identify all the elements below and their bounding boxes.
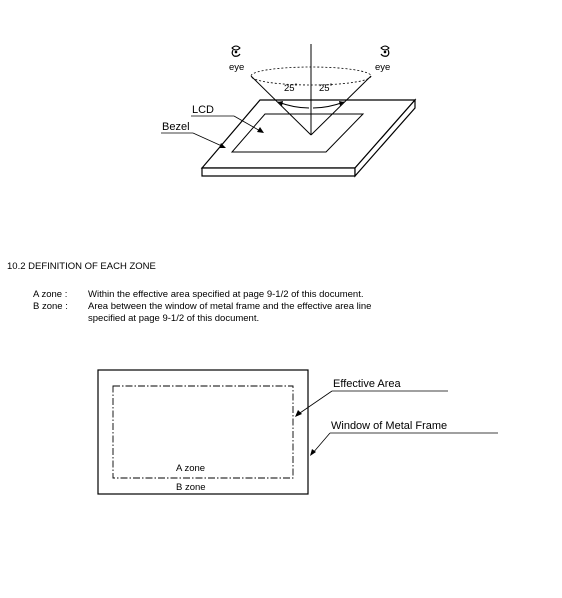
eye-left-icon	[231, 45, 241, 57]
a-zone-diagram-label: A zone	[176, 463, 205, 474]
angle-left-label: 25˚	[284, 83, 298, 94]
b-zone-diagram-label: B zone	[176, 482, 206, 493]
b-zone-definition-line2: specified at page 9-1/2 of this document…	[88, 313, 260, 324]
lcd-label: LCD	[192, 104, 214, 116]
b-zone-term: B zone :	[33, 301, 68, 312]
viewing-angle-diagram: eye eye 25˚ 25˚ LCD Bezel	[161, 44, 417, 178]
b-zone-definition-line1: Area between the window of metal frame a…	[88, 301, 372, 312]
bezel-label: Bezel	[162, 121, 190, 133]
eye-right-label: eye	[375, 62, 390, 73]
zone-diagram: A zone B zone Effective Area Window of M…	[97, 369, 498, 495]
effective-area-label: Effective Area	[333, 378, 402, 390]
bezel-side-face	[201, 167, 356, 177]
a-zone-term: A zone :	[33, 289, 68, 300]
a-zone-definition: Within the effective area specified at p…	[88, 289, 364, 300]
metal-frame-window	[97, 369, 309, 495]
angle-right-label: 25˚	[319, 83, 333, 94]
effective-area-outline	[112, 385, 294, 479]
eye-right-icon	[380, 45, 390, 57]
window-metal-frame-label: Window of Metal Frame	[331, 420, 447, 432]
section-heading: 10.2 DEFINITION OF EACH ZONE	[7, 261, 156, 272]
lcd-window	[230, 113, 365, 153]
eye-left-label: eye	[229, 62, 244, 73]
